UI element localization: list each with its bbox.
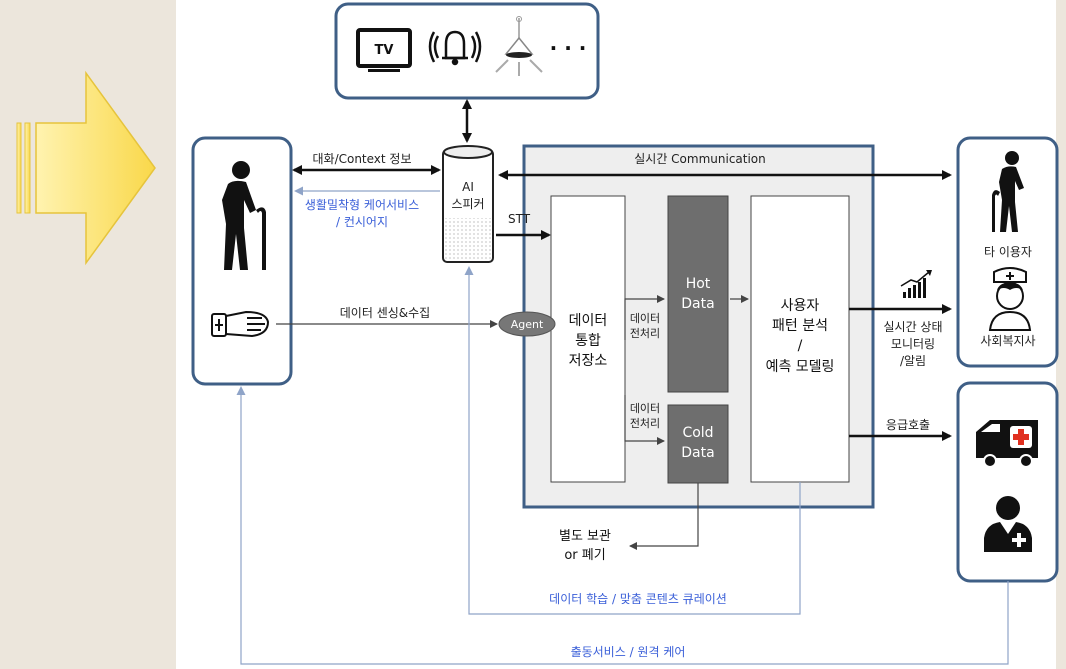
- cold-data-line2: Data: [681, 445, 714, 461]
- data-sensing-label: 데이터 센싱&수집: [340, 306, 430, 320]
- preproc-hot-line1: 데이터: [630, 312, 660, 325]
- cold-data-box: [667, 404, 729, 484]
- social-worker-label: 사회복지사: [980, 334, 1035, 348]
- tv-label: TV: [375, 43, 394, 58]
- agent-label: Agent: [511, 318, 544, 331]
- storage-box: [550, 195, 626, 483]
- stt-label: STT: [508, 212, 531, 226]
- monitoring-line2: 모니터링: [891, 337, 935, 351]
- storage-line2: 통합: [575, 333, 601, 349]
- cold-data-line1: Cold: [682, 425, 713, 441]
- preproc-cold-arrow: [624, 395, 665, 445]
- care-service-label-line1: 생활밀착형 케어서비스: [305, 198, 419, 212]
- realtime-comm-label: 실시간 Communication: [634, 152, 766, 166]
- preproc-hot-line2: 전처리: [630, 327, 660, 340]
- dispatch-remote-label: 출동서비스 / 원격 케어: [571, 645, 686, 659]
- speaker-label-line1: AI: [462, 180, 474, 194]
- devices-box: [334, 2, 600, 100]
- archive-line1: 별도 보관: [559, 529, 611, 544]
- alarm-bell-icon: [428, 30, 482, 66]
- nurse-icon: [988, 267, 1032, 331]
- care-service-label-line2: / 컨시어지: [336, 215, 388, 229]
- ai-speaker-icon: AI 스피커: [442, 145, 494, 263]
- yellow-arrow-icon: [16, 70, 156, 266]
- analysis-line4: 예측 모델링: [766, 359, 835, 375]
- elderly-person-icon: [222, 161, 266, 270]
- dispatch-remote-loop: [236, 386, 1009, 665]
- storage-line3: 저장소: [569, 353, 608, 369]
- other-elderly-icon: [992, 151, 1024, 232]
- ceiling-lamp-icon: [495, 16, 543, 76]
- ambulance-icon: [976, 420, 1038, 468]
- learning-curation-loop: [464, 266, 801, 615]
- doctor-icon: [984, 496, 1032, 552]
- other-user-label: 타 이용자: [984, 245, 1032, 259]
- archive-line2: or 폐기: [564, 548, 605, 563]
- hot-data-line1: Hot: [686, 276, 711, 292]
- emergency-label: 응급호출: [886, 418, 930, 432]
- archive-arrow: [629, 483, 699, 550]
- bar-chart-icon: [900, 270, 932, 298]
- smartwatch-icon: [211, 310, 270, 338]
- storage-line1: 데이터: [569, 313, 608, 329]
- analysis-box: [750, 195, 850, 483]
- analysis-line3: /: [798, 338, 803, 354]
- preproc-hot-arrow: [624, 295, 665, 340]
- tv-icon: TV: [356, 28, 412, 72]
- hot-data-box: [667, 195, 729, 393]
- agent-node: [498, 311, 556, 337]
- preproc-cold-line2: 전처리: [630, 417, 660, 430]
- devices-ellipsis: · · ·: [550, 36, 587, 60]
- speaker-label-line2: 스피커: [451, 197, 484, 211]
- monitoring-line1: 실시간 상태: [883, 320, 942, 334]
- preproc-cold-line1: 데이터: [630, 402, 660, 415]
- learning-curation-label: 데이터 학습 / 맞춤 콘텐츠 큐레이션: [549, 592, 727, 606]
- hot-data-line2: Data: [681, 296, 714, 312]
- dialog-context-label: 대화/Context 정보: [312, 152, 411, 166]
- analysis-line1: 사용자: [781, 298, 820, 314]
- monitoring-line3: /알림: [900, 354, 926, 368]
- analysis-line2: 패턴 분석: [772, 318, 828, 334]
- caregivers-box: [956, 136, 1059, 368]
